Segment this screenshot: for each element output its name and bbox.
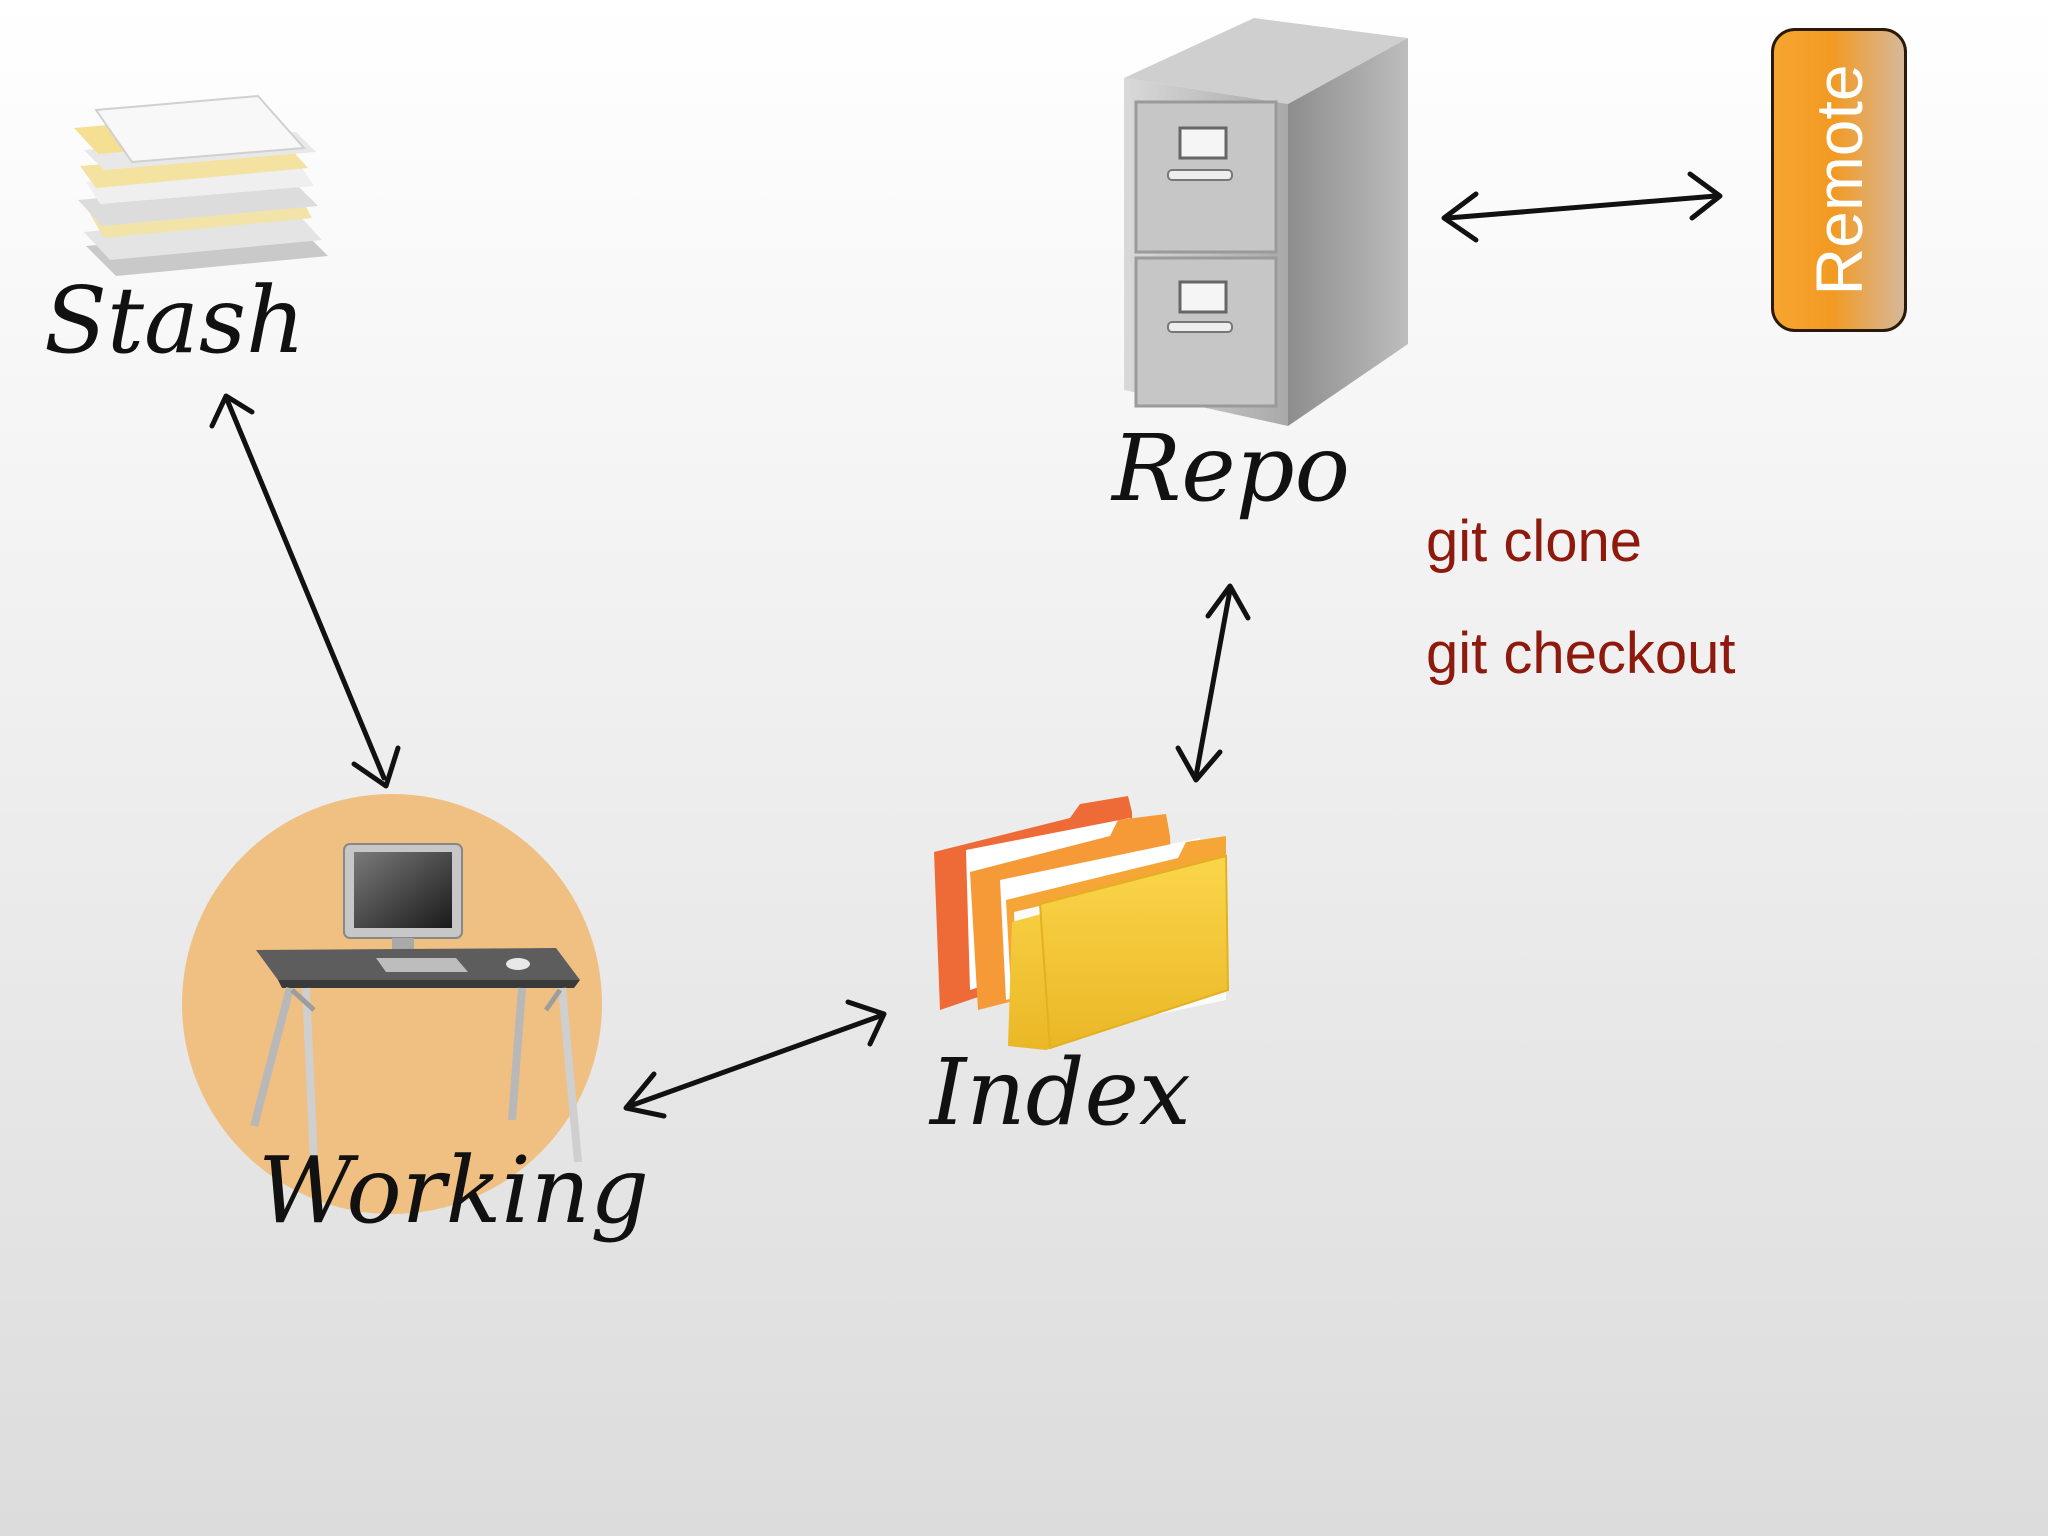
folders-icon bbox=[934, 796, 1230, 1050]
working-circle bbox=[182, 794, 602, 1214]
arrow-repo-remote bbox=[1445, 193, 1719, 221]
arrow-stash-working bbox=[225, 399, 387, 781]
filing-cabinet-icon bbox=[1124, 18, 1408, 426]
arrowhead-repo-side bbox=[1205, 583, 1251, 621]
arrowhead-index-side bbox=[845, 999, 887, 1047]
arrow-index-repo bbox=[1193, 587, 1233, 779]
command-git-clone: git clone bbox=[1426, 509, 1643, 574]
paper-stack-icon bbox=[74, 94, 328, 276]
arrowhead-repo-remote-right bbox=[1687, 171, 1723, 221]
arrowhead-working-end bbox=[351, 745, 401, 789]
arrowhead-working-side bbox=[623, 1071, 667, 1119]
remote-label: Remote bbox=[1802, 64, 1876, 296]
arrowhead-stash-end bbox=[209, 393, 255, 429]
arrowhead-repo-remote-left bbox=[1441, 191, 1479, 243]
computer-desk-icon bbox=[250, 843, 582, 1163]
index-label: Index bbox=[928, 1039, 1191, 1146]
command-git-checkout: git checkout bbox=[1426, 621, 1736, 686]
working-label: Working bbox=[258, 1137, 649, 1244]
repo-label: Repo bbox=[1110, 415, 1350, 522]
remote-node: Remote bbox=[1771, 28, 1907, 332]
arrowhead-index-up-side bbox=[1175, 745, 1223, 783]
arrow-working-index bbox=[627, 1013, 883, 1109]
stash-label: Stash bbox=[44, 267, 305, 374]
